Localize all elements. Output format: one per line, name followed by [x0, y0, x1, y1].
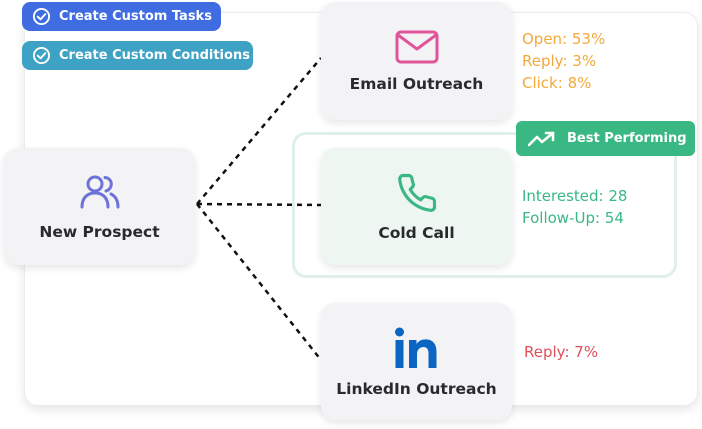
create-custom-conditions-tag[interactable]: Create Custom Conditions — [22, 41, 253, 70]
best-performing-label: Best Performing — [567, 131, 687, 146]
call-stats: Interested: 28 Follow-Up: 54 — [522, 185, 627, 229]
connector-call — [196, 202, 322, 207]
linkedin-reply-stat: Reply: 7% — [524, 343, 599, 361]
mail-icon — [395, 30, 438, 64]
check-circle-icon — [32, 46, 51, 65]
linkedin-stats: Reply: 7% — [524, 341, 598, 363]
email-outreach-node[interactable]: Email Outreach — [321, 2, 512, 120]
cold-call-node[interactable]: Cold Call — [321, 148, 512, 265]
cold-call-label: Cold Call — [378, 223, 455, 242]
email-reply-stat: Reply: 3% — [522, 52, 597, 70]
check-circle-icon — [32, 7, 51, 26]
call-followup-stat: Follow-Up: 54 — [522, 209, 624, 227]
new-prospect-node[interactable]: New Prospect — [4, 148, 195, 265]
email-outreach-label: Email Outreach — [349, 75, 484, 93]
trending-up-icon — [528, 131, 555, 146]
linkedin-outreach-node[interactable]: LinkedIn Outreach — [321, 303, 512, 420]
phone-icon — [397, 173, 436, 212]
call-interested-stat: Interested: 28 — [522, 187, 628, 205]
connector-email — [196, 57, 322, 205]
users-icon — [80, 175, 119, 208]
create-custom-conditions-label: Create Custom Conditions — [59, 48, 250, 63]
linkedin-outreach-label: LinkedIn Outreach — [336, 379, 497, 398]
email-click-stat: Click: 8% — [522, 74, 592, 92]
new-prospect-label: New Prospect — [39, 222, 160, 241]
linkedin-icon — [394, 327, 436, 368]
email-stats: Open: 53% Reply: 3% Click: 8% — [522, 28, 605, 94]
connector-linkedin — [196, 203, 322, 361]
best-performing-badge: Best Performing — [516, 121, 695, 156]
create-custom-tasks-tag[interactable]: Create Custom Tasks — [22, 2, 221, 31]
email-open-stat: Open: 53% — [522, 30, 606, 48]
create-custom-tasks-label: Create Custom Tasks — [59, 9, 212, 24]
